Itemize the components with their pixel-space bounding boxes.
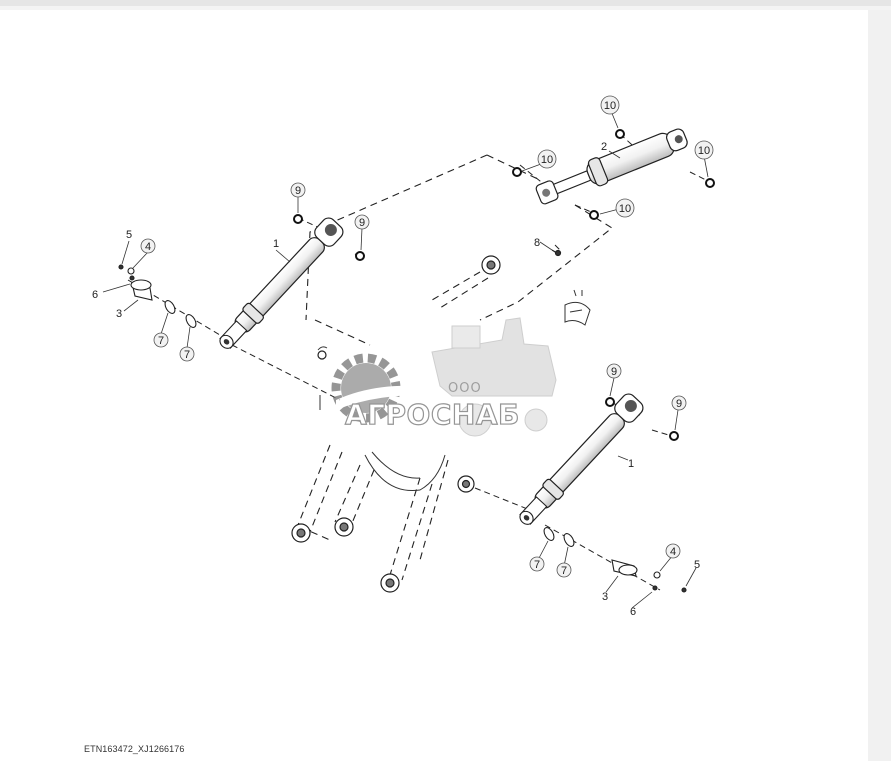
callout-3-label: 3 — [602, 591, 608, 603]
callout-7: 7 — [153, 332, 169, 348]
callout-4: 4 — [665, 543, 681, 559]
callout-4-label: 4 — [670, 546, 676, 558]
top-strip — [0, 0, 891, 6]
callout-9: 9 — [354, 214, 370, 230]
callout-10: 10 — [537, 149, 557, 169]
callout-8-label: 8 — [534, 237, 540, 249]
callout-9: 9 — [671, 395, 687, 411]
harvester-icon — [431, 317, 557, 437]
figure-id: ETN163472_XJ1266176 — [84, 744, 185, 754]
callout-9-label: 9 — [676, 398, 682, 410]
callout-10: 10 — [615, 198, 635, 218]
callout-7-label: 7 — [158, 335, 164, 347]
callouts: 9 9 4 7 7 10 10 10 10 7 7 4 9 9 1 5 6 3 … — [92, 95, 714, 618]
callout-9-label: 9 — [611, 366, 617, 378]
callout-6-label: 6 — [630, 606, 636, 618]
diagram-sheet — [0, 10, 868, 761]
callout-5-label: 5 — [694, 559, 700, 571]
right-margin — [868, 10, 891, 761]
callout-10-label: 10 — [698, 145, 710, 157]
boom-frame-solid — [317, 289, 591, 492]
right-cylinder — [519, 393, 644, 525]
callout-9-label: 9 — [359, 217, 365, 229]
callout-4-label: 4 — [145, 241, 151, 253]
boom-frame — [297, 154, 613, 581]
callout-7-label: 7 — [534, 559, 540, 571]
bolt-8 — [551, 249, 562, 257]
callout-9: 9 — [290, 182, 306, 198]
callout-7-label: 7 — [561, 565, 567, 577]
callout-3-label: 3 — [116, 308, 122, 320]
callout-leaders — [102, 110, 709, 609]
left-pin-hardware — [118, 264, 197, 328]
callout-10: 10 — [694, 140, 714, 160]
callout-10-label: 10 — [604, 100, 616, 112]
callout-4: 4 — [140, 238, 156, 254]
o-rings — [293, 129, 715, 441]
watermark-company-name: АГРОСНАБ — [345, 398, 520, 431]
callout-10-label: 10 — [541, 154, 553, 166]
callout-5-label: 5 — [126, 229, 132, 241]
watermark-company-prefix: ООО — [448, 381, 482, 396]
callout-9: 9 — [606, 363, 622, 379]
right-pin-hardware — [543, 527, 687, 593]
watermark-logo: ООО АГРОСНАБ — [331, 317, 557, 437]
callout-7-label: 7 — [184, 349, 190, 361]
callout-10-label: 10 — [619, 203, 631, 215]
callout-6-label: 6 — [92, 289, 98, 301]
callout-9-label: 9 — [295, 185, 301, 197]
gear-icon — [331, 353, 440, 423]
callout-7: 7 — [179, 346, 195, 362]
callout-2-label: 2 — [601, 141, 607, 153]
left-cylinder — [219, 217, 344, 349]
pivot-joints — [291, 255, 501, 593]
top-cylinder — [535, 128, 688, 205]
callout-7: 7 — [529, 556, 545, 572]
callout-7: 7 — [556, 562, 572, 578]
callout-10: 10 — [600, 95, 620, 115]
callout-1-label: 1 — [273, 238, 279, 250]
callout-1-label: 1 — [628, 458, 634, 470]
